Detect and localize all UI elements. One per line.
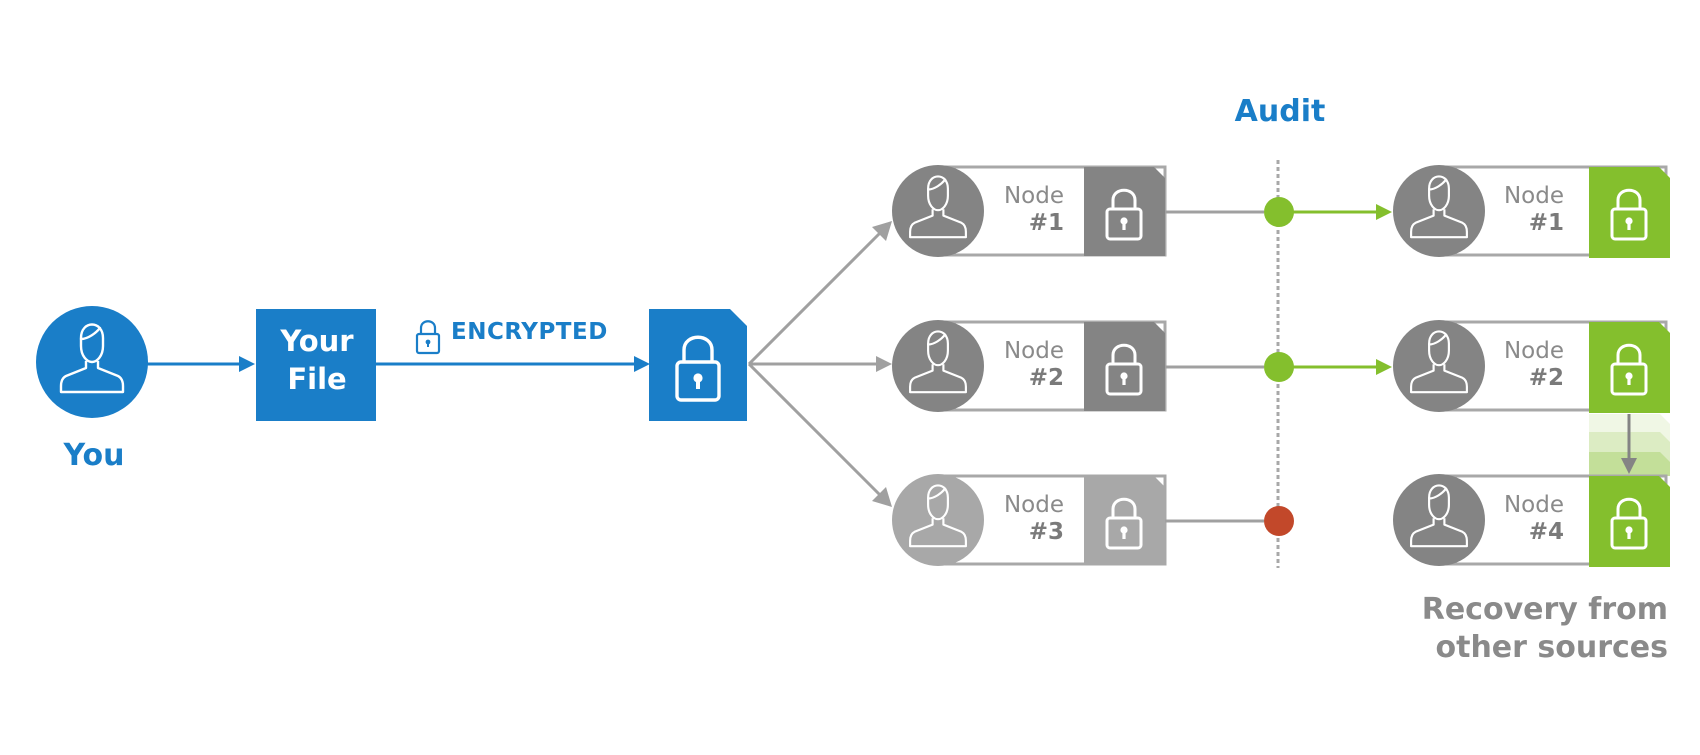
recovery-caption-line1: Recovery from	[1421, 592, 1668, 627]
arrowhead	[872, 487, 892, 507]
audit-pass-dot	[1264, 197, 1294, 227]
node-number: #2	[1028, 365, 1064, 391]
audit-fail-dot	[1264, 506, 1294, 536]
your-file-label-line2: File	[287, 362, 347, 396]
distribute-arrow-1	[747, 231, 882, 366]
distribute-arrow-3	[747, 362, 882, 497]
your-file-label: Your File	[256, 322, 378, 398]
node-card	[1393, 474, 1670, 567]
arrowhead	[1376, 204, 1392, 220]
node-word: Node	[1003, 183, 1064, 209]
arrowhead	[239, 356, 255, 372]
node-card	[892, 165, 1167, 257]
node-card	[892, 320, 1167, 412]
your-file-label-line1: Your	[280, 324, 354, 358]
node-number: #1	[1028, 210, 1064, 236]
recovery-caption: Recovery from other sources	[1400, 591, 1668, 667]
encrypted-file-icon	[649, 309, 747, 421]
you-label: You	[63, 438, 125, 473]
node-number: #4	[1528, 519, 1564, 545]
node-card	[1393, 320, 1670, 413]
arrowhead	[1621, 458, 1637, 474]
lock-icon	[415, 320, 441, 355]
audit-label: Audit	[1234, 94, 1326, 129]
node-word: Node	[1003, 338, 1064, 364]
node-word: Node	[1503, 338, 1564, 364]
arrowhead	[872, 221, 892, 241]
recovery-caption-line2: other sources	[1435, 630, 1669, 665]
node-number: #1	[1528, 210, 1564, 236]
node-number: #2	[1528, 365, 1564, 391]
arrowhead	[634, 356, 650, 372]
node-card	[1393, 165, 1670, 258]
arrowhead	[1376, 359, 1392, 375]
your-file-box	[256, 309, 376, 421]
encrypted-label: ENCRYPTED	[451, 319, 608, 345]
node-word: Node	[1503, 492, 1564, 518]
node-word: Node	[1003, 492, 1064, 518]
arrowhead	[876, 356, 892, 372]
node-number: #3	[1028, 519, 1064, 545]
audit-pass-dot	[1264, 352, 1294, 382]
node-word: Node	[1503, 183, 1564, 209]
